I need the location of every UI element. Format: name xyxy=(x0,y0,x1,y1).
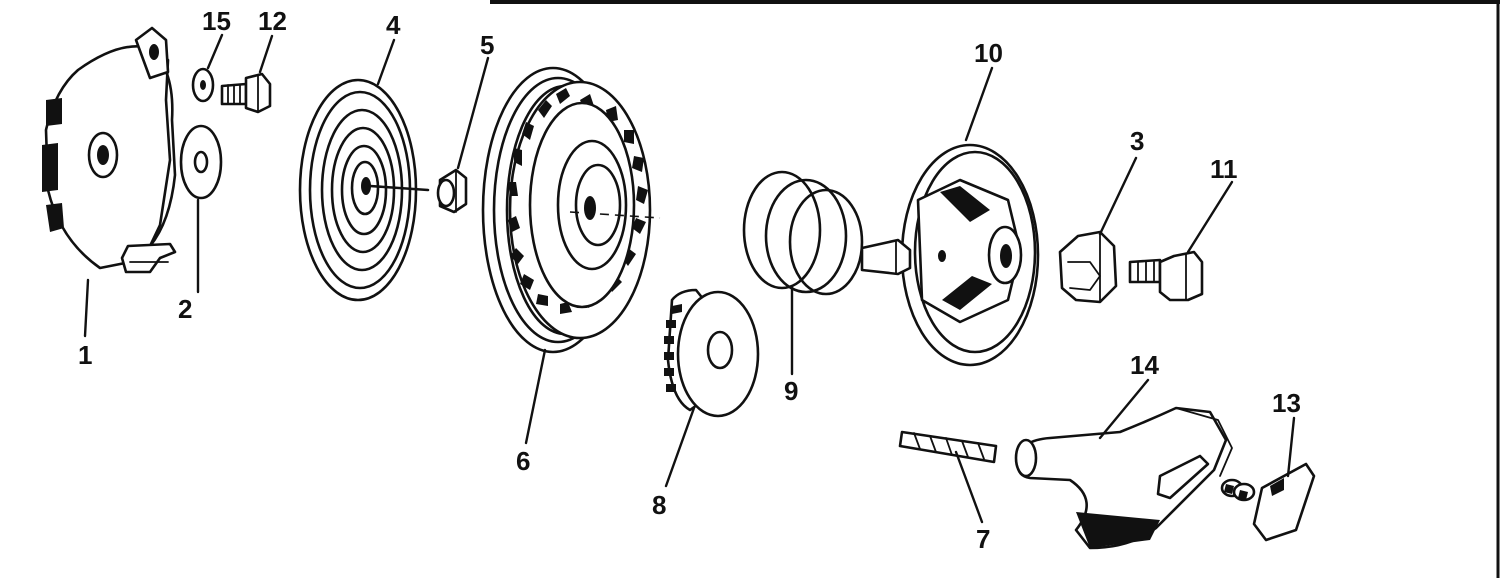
part-9-spring-rings xyxy=(742,170,864,296)
part-8-pinion xyxy=(664,288,760,418)
part-13-insert xyxy=(1252,462,1316,542)
part-10-cam-hub xyxy=(860,143,1040,367)
callout-13: 13 xyxy=(1272,388,1301,418)
part-1-cover-plate xyxy=(42,26,177,274)
callout-15: 15 xyxy=(202,6,231,36)
part-4-recoil-spring xyxy=(298,78,430,302)
callout-6: 6 xyxy=(516,446,530,476)
callout-1: 1 xyxy=(78,340,92,370)
callout-9: 9 xyxy=(784,376,798,406)
part-5-bushing xyxy=(436,168,468,214)
part-3-nut xyxy=(1058,230,1118,304)
rope-knot xyxy=(1220,478,1256,502)
part-2-washer xyxy=(179,124,223,200)
callout-12: 12 xyxy=(258,6,287,36)
part-14-handle xyxy=(1014,406,1233,550)
callout-labels: 1 2 3 4 5 6 7 8 9 10 11 12 13 14 15 xyxy=(78,6,1301,554)
callout-3: 3 xyxy=(1130,126,1144,156)
part-7-rope xyxy=(898,430,998,464)
callout-10: 10 xyxy=(974,38,1003,68)
callout-11: 11 xyxy=(1210,154,1238,184)
callout-8: 8 xyxy=(652,490,666,520)
part-12-bolt xyxy=(220,72,272,114)
part-6-pulley xyxy=(481,66,661,354)
callout-5: 5 xyxy=(480,30,494,60)
callout-2: 2 xyxy=(178,294,192,324)
part-11-bolt xyxy=(1128,250,1204,302)
callout-14: 14 xyxy=(1130,350,1159,380)
callout-4: 4 xyxy=(386,10,401,40)
leader-lines xyxy=(83,33,1296,524)
callout-7: 7 xyxy=(976,524,990,554)
part-15-small-washer xyxy=(191,67,215,103)
